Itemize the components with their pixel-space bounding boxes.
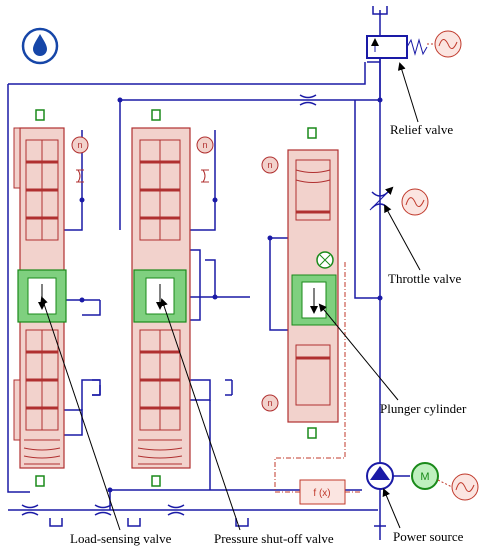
pressure-shutoff-valve-label: Pressure shut-off valve xyxy=(214,531,334,546)
spring-symbol: n xyxy=(202,140,207,150)
function-block-label: f (x) xyxy=(313,488,330,499)
pressure-shutoff-valve xyxy=(131,109,191,487)
relief-valve-symbol xyxy=(366,35,428,59)
bottom-throttles xyxy=(21,94,317,516)
plunger-cylinder xyxy=(287,127,339,439)
pilot-orifices xyxy=(71,136,279,412)
load-sensing-valve xyxy=(13,109,67,487)
junction-dots xyxy=(79,97,383,493)
pilot-labels: n n n n xyxy=(77,140,272,408)
hydraulic-lines xyxy=(7,6,388,540)
spring-symbol: n xyxy=(267,398,272,408)
spring-symbol: n xyxy=(77,140,82,150)
signal-lines xyxy=(274,262,362,493)
label-leaders xyxy=(40,62,421,531)
function-block: f (x) xyxy=(299,479,346,505)
motor-icon: M xyxy=(411,462,439,490)
pump-icon xyxy=(366,462,394,490)
sine-source-icon xyxy=(427,30,462,58)
power-source-label: Power source xyxy=(393,529,464,544)
water-drop-icon xyxy=(21,27,59,65)
motor-label: M xyxy=(420,471,429,483)
relief-valve-label: Relief valve xyxy=(390,122,454,137)
tank-icon xyxy=(49,518,386,527)
sine-source-icon xyxy=(437,473,479,501)
throttle-valve-symbol xyxy=(369,186,394,211)
sine-source-icon xyxy=(401,188,429,216)
load-sensing-valve-label: Load-sensing valve xyxy=(70,531,172,546)
throttle-valve-label: Throttle valve xyxy=(388,271,462,286)
plunger-cylinder-label: Plunger cylinder xyxy=(380,401,467,416)
spring-symbol: n xyxy=(267,160,272,170)
